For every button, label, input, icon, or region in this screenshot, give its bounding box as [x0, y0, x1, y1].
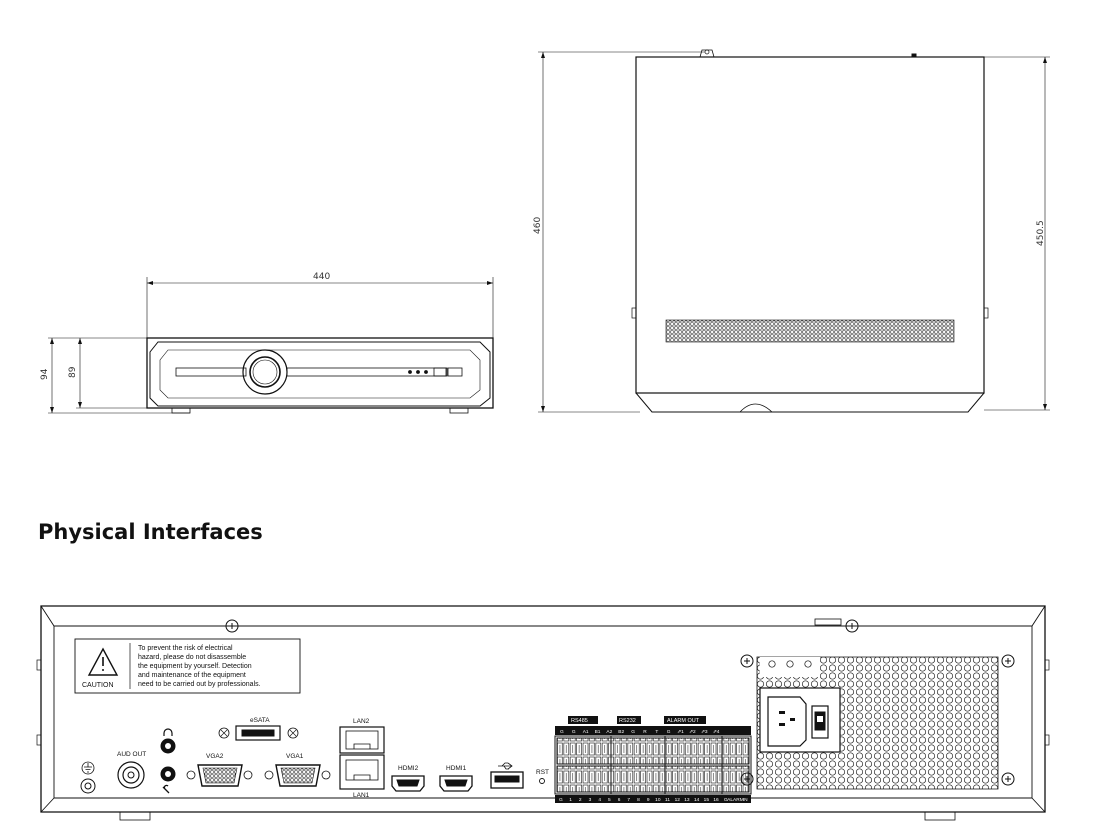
terminal-headers [568, 716, 706, 724]
lan2-port[interactable] [339, 726, 385, 754]
reset-button[interactable] [539, 778, 545, 784]
terminal-top-label-7: R [643, 729, 647, 735]
ground-icon [80, 761, 96, 794]
terminal-bottom-label-8: 8 [637, 797, 640, 803]
hdmi1-label: HDMI1 [446, 765, 467, 772]
terminal-top-label-12: ⇗3 [701, 729, 708, 735]
terminal-bottom-label-19: IN [743, 797, 748, 803]
warning-line-2: hazard, please do not disassemble [138, 654, 246, 661]
esata-label: eSATA [250, 717, 270, 724]
terminal-bottom-label-17: G [724, 797, 728, 803]
lan2-label: LAN2 [353, 718, 370, 725]
terminal-top-label-0: G [560, 729, 564, 735]
terminal-bottom-label-11: 11 [665, 797, 670, 803]
terminal-bottom-label-6: 6 [618, 797, 621, 803]
depth-overall-label: 460 [533, 217, 543, 234]
terminal-top-label-3: B1 [595, 729, 601, 735]
terminal-bottom-label-15: 15 [704, 797, 710, 803]
hdmi2-label: HDMI2 [398, 765, 419, 772]
terminal-bottom-label-9: 9 [647, 797, 650, 803]
height-body-label: 89 [68, 366, 78, 378]
aud-out-label: AUD OUT [117, 751, 146, 758]
vga1-label: VGA1 [286, 753, 304, 760]
terminal-top-label-8: T [655, 729, 658, 735]
hdmi1-port[interactable] [439, 775, 473, 792]
terminal-block[interactable] [554, 735, 752, 795]
terminal-bottom-label-10: 10 [655, 797, 661, 803]
terminal-top-label-13: ⇗4 [713, 729, 720, 735]
terminal-bottom-label-5: 5 [608, 797, 611, 803]
esata-port[interactable] [218, 725, 299, 741]
rs485-label: RS485 [571, 718, 588, 724]
terminal-top-label-10: ⇗1 [677, 729, 684, 735]
terminal-top-label-bar [555, 726, 751, 735]
aud-out-port[interactable] [117, 761, 145, 789]
terminal-top-label-11: ⇗2 [689, 729, 696, 735]
microphone-icon [162, 784, 170, 794]
top-vent-grille [665, 319, 955, 343]
rs232-label: RS232 [619, 718, 636, 724]
caution-label [74, 638, 301, 694]
terminal-bottom-label-16: 16 [713, 797, 719, 803]
vga2-port[interactable] [186, 764, 253, 787]
vga1-port[interactable] [264, 764, 331, 787]
terminal-bottom-label-bar [555, 795, 751, 803]
depth-body-label: 450.5 [1036, 220, 1046, 246]
terminal-bottom-label-1: 1 [569, 797, 572, 803]
vga2-label: VGA2 [206, 753, 224, 760]
power-inlet[interactable] [759, 687, 841, 753]
warning-line-1: To prevent the risk of electrical [138, 645, 233, 652]
warning-line-5: need to be carried out by professionals. [138, 681, 261, 688]
microphone-jack[interactable] [160, 766, 176, 794]
terminal-bottom-label-3: 3 [589, 797, 592, 803]
terminal-top-label-5: B2 [618, 729, 624, 735]
lan1-label: LAN1 [353, 792, 370, 799]
terminal-bottom-label-13: 13 [684, 797, 690, 803]
hdmi2-port[interactable] [391, 775, 425, 792]
lan1-port[interactable] [339, 754, 385, 790]
terminal-top-label-2: A1 [583, 729, 589, 735]
terminal-bottom-label-12: 12 [675, 797, 681, 803]
terminal-top-labels: G G A1 B1 A2 B2 G R T G ⇗1 ⇗2 ⇗3 ⇗4 [560, 729, 720, 735]
front-view [48, 277, 494, 414]
warning-line-3: the equipment by yourself. Detection [138, 663, 252, 670]
usb-icon [498, 762, 513, 770]
terminal-bottom-label-0: G [559, 797, 563, 803]
terminal-top-label-1: G [572, 729, 576, 735]
caution-text: CAUTION [82, 682, 114, 689]
terminal-top-label-6: G [631, 729, 635, 735]
terminal-bottom-label-18: ALARM [727, 797, 744, 803]
warning-line-4: and maintenance of the equipment [138, 672, 246, 679]
height-overall-label: 94 [40, 368, 50, 380]
terminal-bottom-label-2: 2 [579, 797, 582, 803]
warning-triangle-icon [87, 647, 119, 676]
section-title: Physical Interfaces [38, 520, 263, 544]
terminal-bottom-label-14: 14 [694, 797, 700, 803]
width-dimension-label: 440 [313, 272, 330, 282]
headphone-icon [163, 728, 173, 736]
terminal-top-label-4: A2 [606, 729, 612, 735]
terminal-bottom-label-7: 7 [627, 797, 630, 803]
usb-port[interactable] [490, 771, 524, 789]
power-switch[interactable] [811, 705, 829, 739]
alarm-out-label: ALARM OUT [667, 718, 700, 724]
headphone-jack[interactable] [160, 728, 176, 754]
terminal-top-label-9: G [667, 729, 671, 735]
terminal-bottom-label-4: 4 [598, 797, 601, 803]
top-view [538, 49, 1050, 413]
rst-label: RST [536, 769, 549, 776]
